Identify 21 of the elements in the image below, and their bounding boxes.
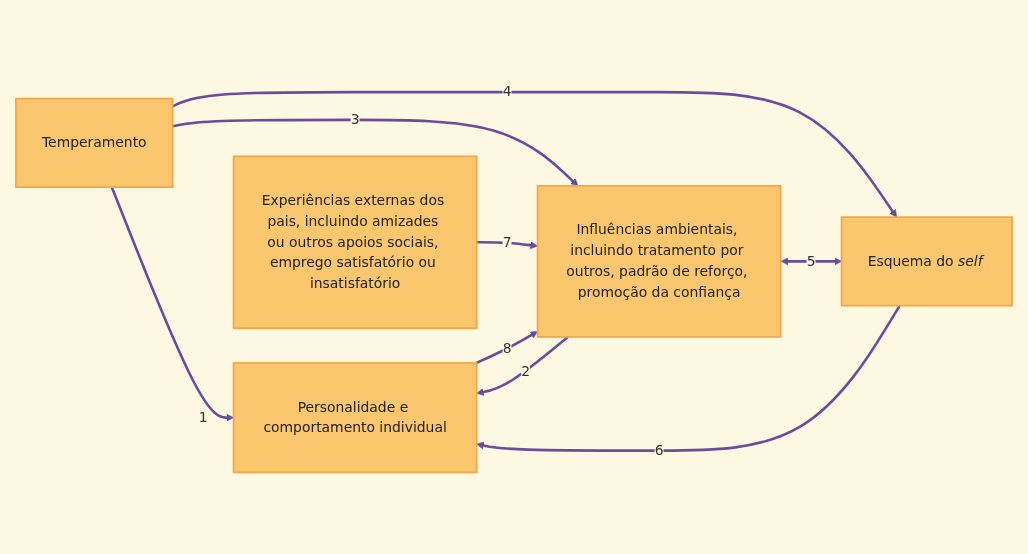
arrow — [172, 90, 897, 218]
arrow — [172, 118, 579, 187]
node-box: Personalidade e comportamento individual — [232, 362, 478, 474]
edge-label: 1 — [198, 408, 208, 426]
edge-label: 6 — [654, 441, 664, 459]
node-box: Temperamento — [15, 97, 174, 188]
edge-label: 3 — [350, 111, 360, 128]
edge-label: 7 — [502, 233, 512, 251]
arrow — [476, 335, 569, 396]
node-box: Experiências externas dos pais, incluindo amizades ou outros apoios sociais, emprego satisfatório ou insatisfatório — [232, 155, 478, 330]
arrow — [475, 331, 538, 365]
node-box: Esquema do self — [840, 216, 1013, 307]
edge-label: 2 — [521, 363, 530, 380]
edge-label: 5 — [806, 252, 816, 270]
node-box: Influências ambientais, incluindo tratamento por outros, padrão de reforço, promoção da confiança — [536, 185, 782, 338]
edge-label: 4 — [502, 83, 512, 100]
arrow — [110, 186, 234, 422]
arrow — [476, 240, 538, 250]
arrow — [780, 257, 842, 266]
edge-label: 8 — [502, 340, 512, 357]
arrow — [476, 304, 901, 452]
